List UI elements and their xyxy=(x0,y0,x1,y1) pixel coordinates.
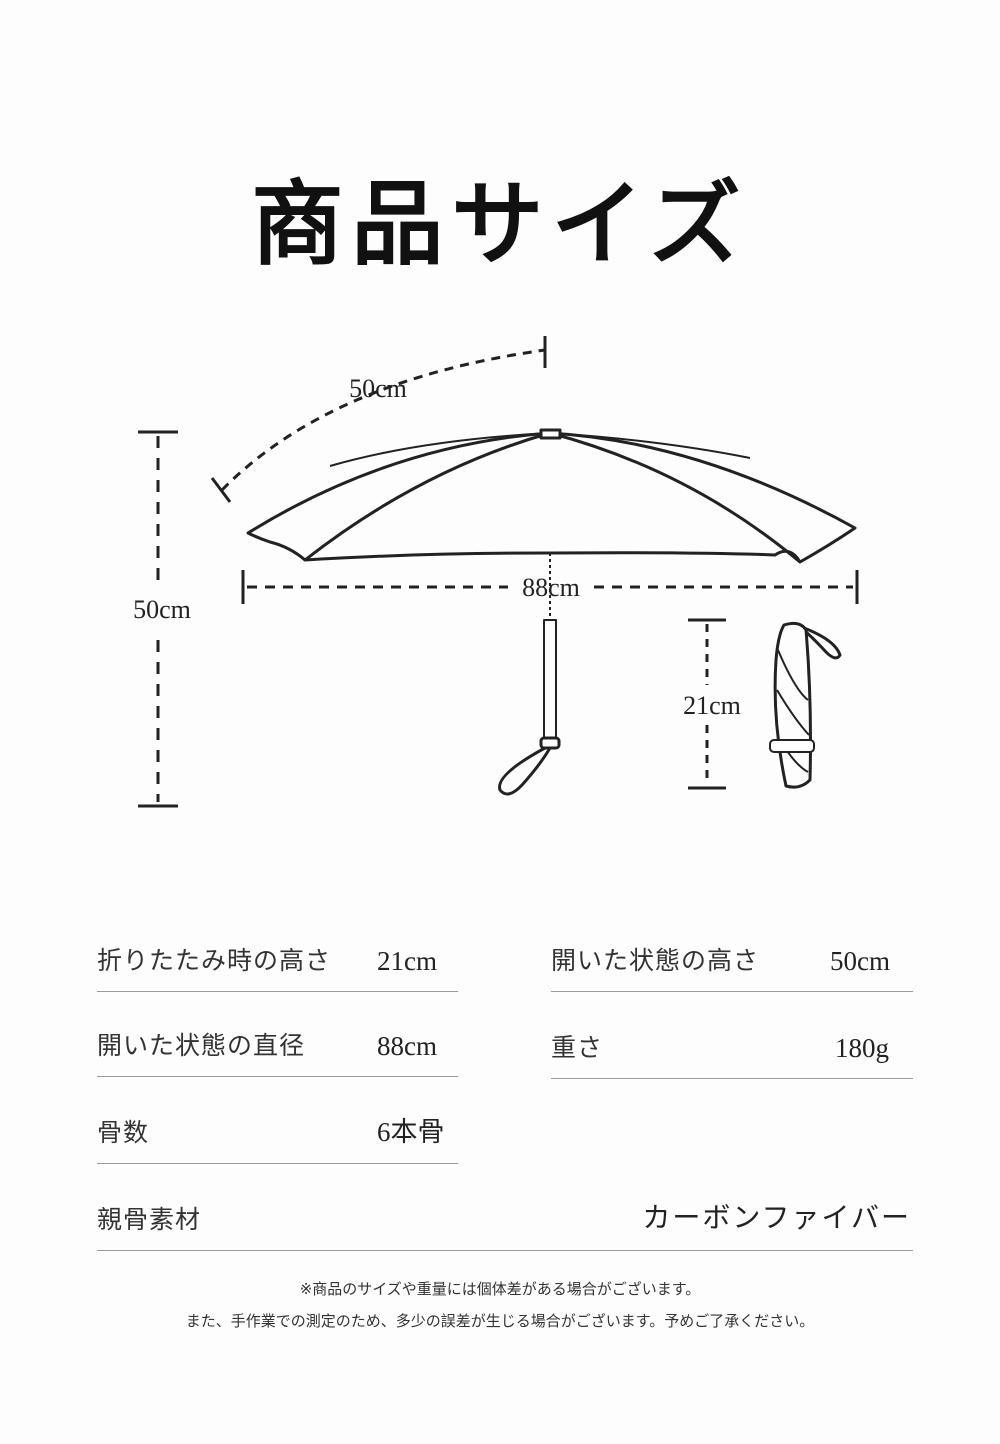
note-line: また、手作業での測定のため、多少の誤差が生じる場合がございます。予めご了承くださ… xyxy=(185,1312,815,1330)
folded-umbrella-illustration xyxy=(769,621,842,789)
spec-value: 50cm xyxy=(830,946,890,976)
spec-row-rib-count: 骨数 6本骨 xyxy=(97,1103,458,1164)
spec-value: 6本骨 xyxy=(377,1117,445,1147)
open-height-dimension xyxy=(138,430,178,808)
spec-row-rib-material: 親骨素材 カーボンファイバー xyxy=(97,1190,913,1251)
folded-height-label: 21cm xyxy=(683,691,741,720)
canopy-arc-dimension xyxy=(210,336,547,503)
page-title: 商品サイズ xyxy=(251,170,749,278)
spec-label: 折りたたみ時の高さ xyxy=(97,946,332,975)
spec-label: 骨数 xyxy=(97,1118,150,1147)
spec-value: 21cm xyxy=(377,946,437,976)
spec-row-open-height: 開いた状態の高さ 50cm xyxy=(551,931,913,992)
spec-value: 180g xyxy=(835,1033,889,1063)
spec-row-folded-height: 折りたたみ時の高さ 21cm xyxy=(97,931,458,992)
open-height-label: 50cm xyxy=(133,595,191,624)
canopy-arc-label: 50cm xyxy=(349,374,407,403)
note-line: ※商品のサイズや重量には個体差がある場合がございます。 xyxy=(299,1280,701,1298)
diameter-dimension xyxy=(241,570,859,604)
folded-height-dimension xyxy=(688,618,726,790)
spec-label: 開いた状態の直径 xyxy=(97,1031,306,1060)
diameter-label: 88cm xyxy=(522,573,580,602)
spec-row-open-diameter: 開いた状態の直径 88cm xyxy=(97,1016,458,1077)
spec-value: 88cm xyxy=(377,1031,437,1061)
spec-label: 親骨素材 xyxy=(97,1205,202,1234)
spec-row-weight: 重さ 180g xyxy=(551,1018,913,1079)
umbrella-size-diagram: 50cm 50cm 88cm 21cm xyxy=(133,336,859,808)
spec-label: 重さ xyxy=(551,1033,604,1062)
open-umbrella-illustration xyxy=(246,428,857,796)
spec-value: カーボンファイバー xyxy=(642,1201,911,1234)
spec-label: 開いた状態の高さ xyxy=(551,946,760,975)
